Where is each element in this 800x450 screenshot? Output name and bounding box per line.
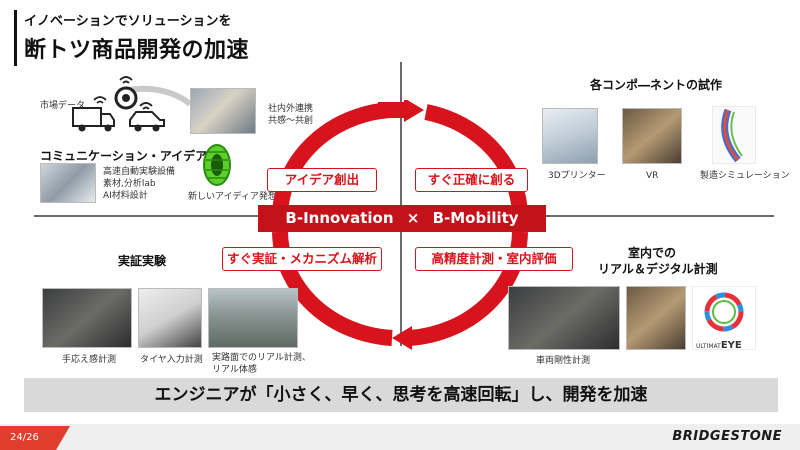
3d-printer-label: 3Dプリンター xyxy=(548,171,606,181)
ring-arc-top-right xyxy=(424,104,529,219)
steering-photo xyxy=(42,288,132,348)
simulation-image xyxy=(712,106,756,164)
ultimat-eye-wordmark: ULTIMATEYE xyxy=(696,340,742,351)
tire-icon xyxy=(114,86,138,110)
lab-photo xyxy=(40,163,96,203)
idea-creation-box: アイデア創出 xyxy=(267,168,377,192)
footer-bar xyxy=(0,424,800,450)
brand-logo: BRIDGESTONE xyxy=(672,429,782,444)
manufacturing-sim-label: 製造シミュレーション xyxy=(700,171,790,181)
collab-label-1: 社内外連携 xyxy=(268,104,314,114)
validate-analysis-box: すぐ実証・メカニズム解析 xyxy=(222,247,382,271)
road-measurement-label-2: リアル体感 xyxy=(212,365,257,375)
arrowhead-top xyxy=(404,100,424,122)
new-idea-label: 新しいアイディア発想 xyxy=(188,192,277,202)
road-measurement-label-1: 実路面でのリアル計測、 xyxy=(212,353,311,363)
truck-icon xyxy=(72,107,115,132)
page-number: 24/26 xyxy=(0,426,70,450)
slide-title: 断トツ商品開発の加速 xyxy=(24,38,250,63)
vertical-divider xyxy=(400,62,402,346)
ultimat-eye-logo xyxy=(692,286,756,350)
steering-feel-label: 手応え感計測 xyxy=(62,355,117,365)
banner-innovation: B-Innovation xyxy=(285,209,394,227)
3d-printer-photo xyxy=(542,108,598,164)
vr-photo xyxy=(622,108,682,164)
banner-mobility: B-Mobility xyxy=(432,209,519,227)
innovation-mobility-banner: B-Innovation × B-Mobility xyxy=(258,205,546,232)
facility-label-3: AI材料設計 xyxy=(103,191,148,201)
green-tire-icon xyxy=(203,144,231,186)
precision-measurement-box: 高精度計測・室内評価 xyxy=(415,247,573,271)
field-test-heading: 実証実験 xyxy=(118,254,167,268)
prototype-heading: 各コンポ―ネントの試作 xyxy=(590,78,723,92)
title-accent-bar xyxy=(14,10,17,66)
indoor-heading-1: 室内での xyxy=(628,246,677,260)
collaboration-photo xyxy=(190,88,256,134)
indoor-tire-photo xyxy=(626,286,686,350)
car-icon xyxy=(129,111,165,132)
banner-cross: × xyxy=(406,209,420,227)
communication-idea-heading: コミュニケーション・アイデア xyxy=(40,149,208,163)
road-test-photo xyxy=(208,288,298,348)
eye-text: EYE xyxy=(720,340,742,351)
wifi-icon xyxy=(93,96,107,104)
facility-label-1: 高速自動実験設備 xyxy=(103,167,176,177)
market-data-label: 市場データ xyxy=(40,101,86,111)
market-data-illustration xyxy=(72,76,192,132)
collab-label-2: 共感～共創 xyxy=(268,116,314,126)
wifi-icon xyxy=(119,76,133,84)
facility-label-2: 素材,分析lab xyxy=(103,179,156,189)
wifi-icon xyxy=(139,102,153,110)
ultimat-text: ULTIMAT xyxy=(696,343,721,350)
vehicle-rigidity-photo xyxy=(508,286,620,350)
indoor-heading-2: リアル＆デジタル計測 xyxy=(598,262,718,276)
create-accurately-box: すぐ正確に創る xyxy=(415,168,528,192)
ring-arc-top-left xyxy=(271,102,391,219)
tire-input-photo xyxy=(138,288,202,348)
key-message-box: エンジニアが「小さく、早く、思考を高速回転」し、開発を加速 xyxy=(24,378,778,412)
flow-arc xyxy=(127,85,192,107)
vehicle-rigidity-label: 車両剛性計測 xyxy=(536,356,591,366)
slide-subtitle: イノベーションでソリューションを xyxy=(24,14,232,29)
vr-label: VR xyxy=(646,171,659,181)
arrowhead-bottom xyxy=(392,326,412,350)
tire-input-label: タイヤ入力計測 xyxy=(140,355,203,365)
